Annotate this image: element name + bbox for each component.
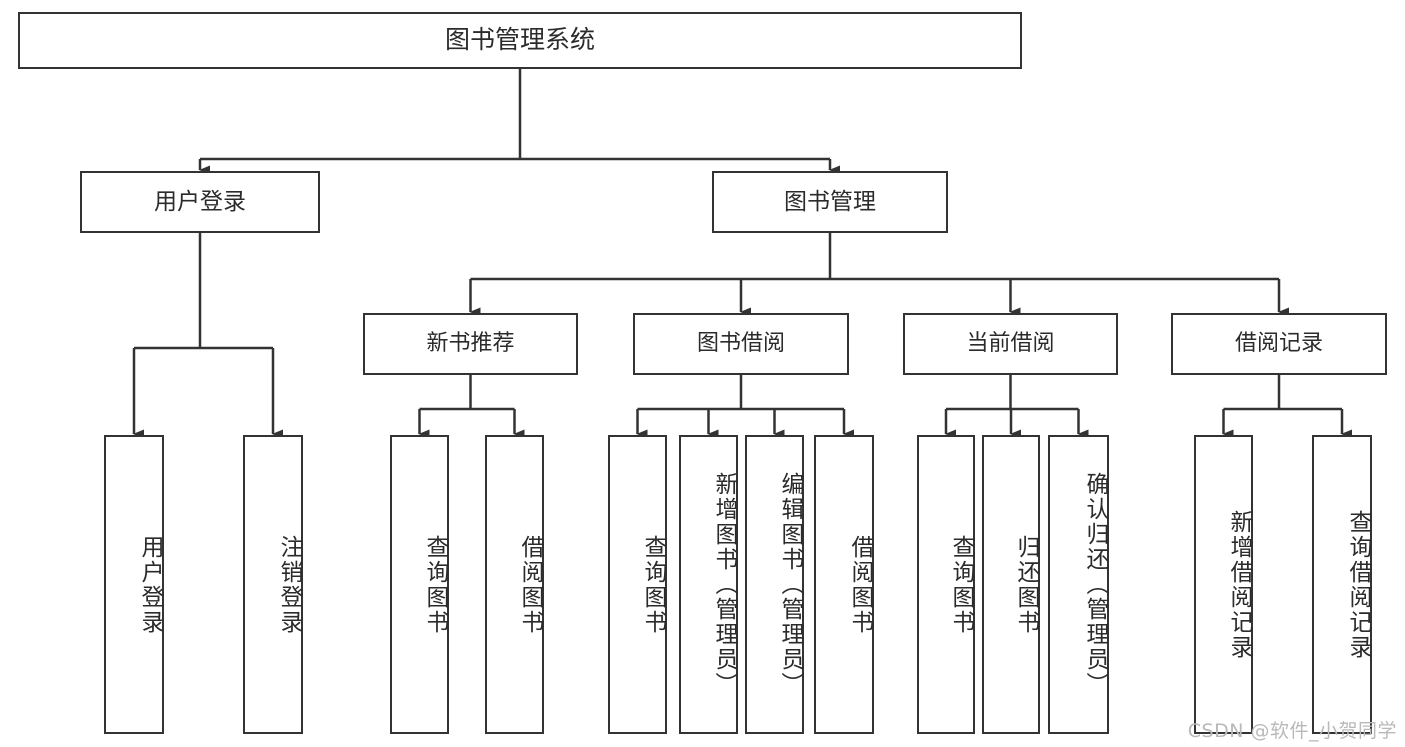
node-leaf-4[interactable]: 借阅图书 bbox=[485, 435, 544, 734]
node-label: 借阅记录 bbox=[1234, 331, 1323, 357]
node-label: 用户登录 bbox=[137, 534, 163, 635]
node-label: 确认归还（管理员） bbox=[1082, 472, 1108, 697]
node-login[interactable]: 用户登录 bbox=[80, 171, 320, 233]
node-label: 查询图书 bbox=[422, 534, 448, 635]
node-label: 归还图书 bbox=[1013, 534, 1039, 635]
node-leaf-13[interactable]: 查询借阅记录 bbox=[1312, 435, 1372, 734]
node-label: 编辑图书（管理员） bbox=[777, 472, 803, 697]
node-label: 图书借阅 bbox=[696, 331, 785, 357]
watermark-text: CSDN @软件_小贺同学 bbox=[1187, 720, 1397, 742]
node-borrow[interactable]: 图书借阅 bbox=[633, 313, 849, 375]
node-label: 新书推荐 bbox=[426, 331, 515, 357]
node-leaf-9[interactable]: 查询图书 bbox=[917, 435, 975, 734]
node-label: 图书管理系统 bbox=[444, 25, 595, 55]
node-leaf-11[interactable]: 确认归还（管理员） bbox=[1048, 435, 1109, 734]
node-leaf-10[interactable]: 归还图书 bbox=[982, 435, 1040, 734]
node-label: 当前借阅 bbox=[966, 331, 1055, 357]
node-leaf-8[interactable]: 借阅图书 bbox=[814, 435, 874, 734]
node-leaf-2[interactable]: 注销登录 bbox=[243, 435, 303, 734]
node-leaf-5[interactable]: 查询图书 bbox=[608, 435, 667, 734]
node-label: 查询借阅记录 bbox=[1345, 509, 1371, 660]
node-leaf-7[interactable]: 编辑图书（管理员） bbox=[745, 435, 804, 734]
node-leaf-3[interactable]: 查询图书 bbox=[390, 435, 449, 734]
node-newbook[interactable]: 新书推荐 bbox=[363, 313, 578, 375]
node-leaf-12[interactable]: 新增借阅记录 bbox=[1194, 435, 1253, 734]
node-root[interactable]: 图书管理系统 bbox=[18, 12, 1022, 69]
node-leaf-1[interactable]: 用户登录 bbox=[104, 435, 164, 734]
node-label: 新增图书（管理员） bbox=[711, 472, 737, 697]
node-bookmgmt[interactable]: 图书管理 bbox=[712, 171, 948, 233]
node-label: 新增借阅记录 bbox=[1226, 509, 1252, 660]
node-label: 用户登录 bbox=[154, 188, 246, 215]
node-label: 查询图书 bbox=[640, 534, 666, 635]
node-label: 借阅图书 bbox=[847, 534, 873, 635]
node-label: 借阅图书 bbox=[517, 534, 543, 635]
node-current[interactable]: 当前借阅 bbox=[903, 313, 1118, 375]
node-label: 注销登录 bbox=[276, 534, 302, 635]
node-label: 查询图书 bbox=[948, 534, 974, 635]
node-leaf-6[interactable]: 新增图书（管理员） bbox=[679, 435, 738, 734]
node-records[interactable]: 借阅记录 bbox=[1171, 313, 1387, 375]
node-label: 图书管理 bbox=[784, 188, 876, 215]
